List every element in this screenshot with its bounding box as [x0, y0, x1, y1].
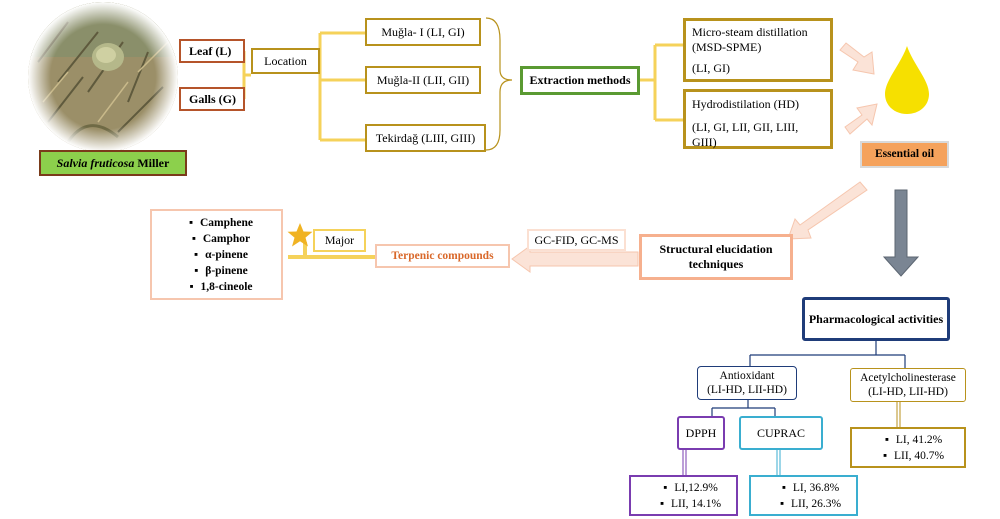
hydrodistillation-box: Hydrodistilation (HD) (LI, GI, LII, GII,… — [683, 89, 833, 149]
extraction-methods-box: Extraction methods — [520, 66, 640, 95]
location-box: Location — [251, 48, 320, 74]
terpenic-compounds-box: Terpenic compounds — [375, 244, 510, 268]
structural-elucidation-box: Structural elucidation techniques — [639, 234, 793, 280]
essential-oil-label: Essential oil — [874, 148, 935, 161]
list-item: LII, 26.3% — [773, 496, 841, 512]
list-item: Camphene — [182, 215, 253, 231]
cuprac-label: CUPRAC — [756, 425, 806, 440]
major-compounds-list: Camphene Camphor α-pinene β-pinene 1,8-c… — [182, 215, 253, 295]
terpenic-compounds-label: Terpenic compounds — [391, 249, 494, 262]
essential-oil-box: Essential oil — [860, 141, 949, 168]
pharmacological-activities-box: Pharmacological activities — [802, 297, 950, 341]
list-item: LI, 36.8% — [773, 480, 841, 496]
pharmacological-activities-label: Pharmacological activities — [808, 311, 944, 326]
location-mugla-1: Muğla- I (LI, GI) — [365, 18, 481, 46]
salvia-plant-photo — [28, 2, 178, 152]
gc-techniques-box: GC-FID, GC-MS — [527, 229, 626, 251]
dpph-box: DPPH — [677, 416, 725, 450]
list-item: 1,8-cineole — [182, 279, 253, 295]
location-label: Location — [264, 53, 307, 68]
plant-name-italic: Salvia fruticosa — [56, 155, 135, 170]
plant-name-label: Salvia fruticosa Miller — [39, 150, 187, 176]
msd-spme-box: Micro-steam distillation (MSD-SPME) (LI,… — [683, 18, 833, 82]
plant-name-rest: Miller — [134, 155, 170, 170]
list-item: LII, 40.7% — [876, 448, 944, 464]
list-item: LII, 14.1% — [653, 496, 721, 512]
cuprac-box: CUPRAC — [739, 416, 823, 450]
galls-label: Galls (G) — [189, 91, 236, 106]
list-item: β-pinene — [182, 263, 253, 279]
leaf-label: Leaf (L) — [189, 43, 232, 58]
list-item: LI, 41.2% — [876, 432, 944, 448]
cuprac-results-box: LI, 36.8% LII, 26.3% — [749, 475, 858, 516]
gc-techniques-label: GC-FID, GC-MS — [534, 232, 619, 247]
major-label: Major — [324, 233, 355, 247]
list-item: Camphor — [182, 231, 253, 247]
list-item: LI,12.9% — [653, 480, 721, 496]
dpph-label: DPPH — [685, 425, 717, 440]
ache-results-box: LI, 41.2% LII, 40.7% — [850, 427, 966, 468]
major-box: Major — [313, 229, 366, 252]
acetylcholinesterase-box: Acetylcholinesterase (LI-HD, LII-HD) — [850, 368, 966, 402]
oil-drop-icon — [885, 46, 929, 114]
list-item: α-pinene — [182, 247, 253, 263]
star-icon — [287, 223, 313, 247]
dpph-results-box: LI,12.9% LII, 14.1% — [629, 475, 738, 516]
location-tekirdag: Tekirdağ (LIII, GIII) — [365, 124, 486, 152]
leaf-box: Leaf (L) — [179, 39, 245, 63]
antioxidant-box: Antioxidant (LI-HD, LII-HD) — [697, 366, 797, 400]
extraction-methods-label: Extraction methods — [529, 73, 631, 87]
galls-box: Galls (G) — [179, 87, 245, 111]
major-compounds-list-box: Camphene Camphor α-pinene β-pinene 1,8-c… — [150, 209, 283, 300]
location-mugla-2: Muğla-II (LII, GII) — [365, 66, 481, 94]
